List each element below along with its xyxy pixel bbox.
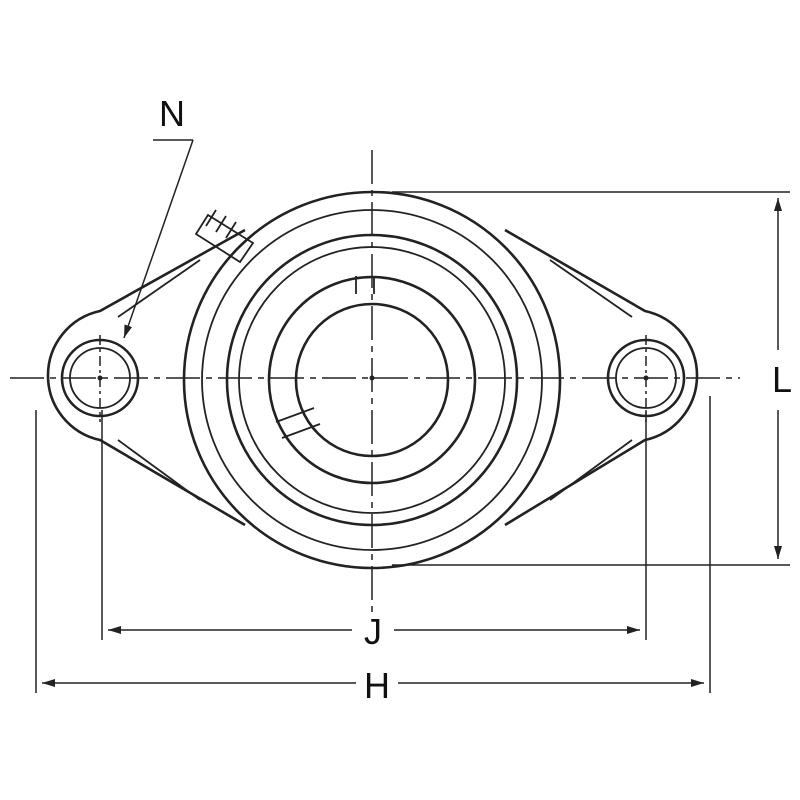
grease-fitting bbox=[194, 209, 255, 264]
dimension-h-label: H bbox=[364, 665, 390, 706]
dimension-j: J bbox=[101, 410, 647, 652]
dimension-n: N bbox=[123, 93, 194, 339]
centerlines bbox=[10, 150, 740, 615]
flange-outline bbox=[46, 228, 699, 527]
set-screw-marks bbox=[275, 276, 375, 439]
flange-inner-edge bbox=[117, 259, 633, 501]
dimension-l-label: L bbox=[772, 359, 792, 400]
dimension-h: H bbox=[35, 396, 711, 706]
dimension-n-label: N bbox=[159, 93, 185, 134]
dimension-l: L bbox=[392, 191, 792, 566]
dimension-j-label: J bbox=[364, 611, 382, 652]
